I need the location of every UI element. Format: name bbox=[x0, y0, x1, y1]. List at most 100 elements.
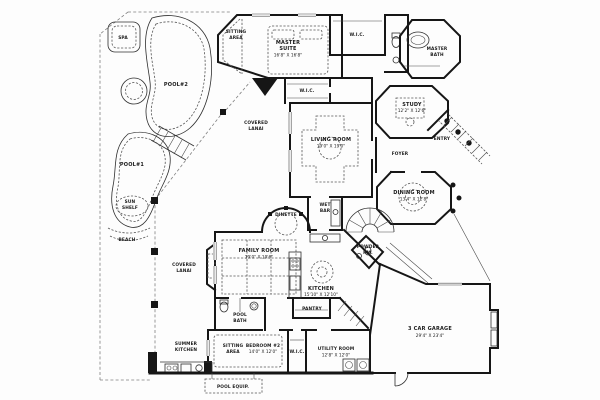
cabinet-glyph bbox=[180, 363, 192, 373]
wic-master-room bbox=[284, 77, 331, 104]
pool-steps bbox=[150, 125, 195, 161]
label-powder: POWDER bbox=[357, 244, 380, 250]
dinette-table-glyph bbox=[274, 212, 298, 236]
entry-column bbox=[444, 118, 450, 124]
entry-column bbox=[466, 140, 472, 146]
svg-text:14'0" X 12'0": 14'0" X 12'0" bbox=[249, 349, 277, 355]
label-study: STUDY bbox=[402, 102, 422, 108]
label-bed2-sitting: SITTING bbox=[223, 343, 244, 349]
svg-text:16'8" X 16'8": 16'8" X 16'8" bbox=[274, 53, 302, 59]
svg-text:15'10" X 12'10": 15'10" X 12'10" bbox=[304, 292, 338, 298]
label-wic-master: W.I.C. bbox=[300, 88, 315, 94]
label-garage: 3 CAR GARAGE bbox=[408, 326, 452, 332]
label-utility: UTILITY ROOM bbox=[318, 346, 355, 352]
label-master-suite: MASTER bbox=[276, 40, 300, 46]
toilet-glyph bbox=[219, 301, 229, 313]
sink-glyph bbox=[392, 56, 400, 64]
svg-text:LANAI: LANAI bbox=[248, 126, 264, 132]
label-pool2: POOL#2 bbox=[164, 82, 189, 88]
study-room bbox=[375, 85, 449, 139]
kitchen-counter bbox=[288, 251, 302, 299]
bedroom2-room bbox=[207, 329, 289, 374]
label-pool1: POOL#1 bbox=[120, 162, 145, 168]
sink-glyph bbox=[195, 364, 203, 372]
sink-glyph bbox=[356, 253, 362, 259]
toilet-glyph bbox=[364, 246, 372, 256]
label-foyer: FOYER bbox=[392, 151, 409, 157]
bay-post bbox=[284, 206, 288, 210]
sink-glyph bbox=[249, 301, 259, 311]
label-entry: ENTRY bbox=[434, 136, 451, 142]
svg-text:AREA: AREA bbox=[226, 349, 240, 355]
label-wic-bed2: W.I.C. bbox=[290, 349, 305, 355]
svg-text:19'0" X 19'6": 19'0" X 19'6" bbox=[245, 255, 273, 261]
label-master-bath: MASTER bbox=[427, 46, 448, 52]
lanai-post bbox=[220, 109, 226, 115]
dining-table-glyph bbox=[398, 182, 428, 212]
washer-glyph bbox=[342, 358, 356, 372]
utility-room bbox=[305, 329, 371, 374]
label-summer-kitchen: SUMMER bbox=[175, 341, 198, 347]
label-lanai-upper: COVERED bbox=[244, 120, 268, 126]
label-pool-equip: POOL EQUIP. bbox=[217, 384, 249, 390]
windows bbox=[206, 13, 316, 356]
bed-master bbox=[267, 25, 329, 75]
label-beach: BEACH bbox=[118, 237, 135, 243]
wet-bar-room bbox=[307, 196, 343, 231]
wic-top-room bbox=[329, 14, 386, 56]
dining-room bbox=[376, 170, 491, 282]
garage-door-panel bbox=[490, 329, 498, 347]
svg-text:RM.: RM. bbox=[363, 250, 373, 256]
pool2-shape bbox=[145, 15, 212, 137]
svg-text:SUITE: SUITE bbox=[279, 46, 297, 52]
svg-text:13'4" X 12'8": 13'4" X 12'8" bbox=[400, 197, 428, 203]
svg-text:BAR: BAR bbox=[320, 208, 331, 214]
label-living-room: LIVING ROOM bbox=[311, 137, 351, 143]
pool-bath-room bbox=[214, 297, 266, 331]
svg-text:12'8" X 12'0": 12'8" X 12'0" bbox=[322, 353, 350, 359]
pool1-shape bbox=[107, 131, 171, 241]
entry-area bbox=[426, 108, 491, 165]
fireplace bbox=[252, 78, 278, 96]
pool-equip-area bbox=[204, 373, 263, 394]
bay-column bbox=[456, 195, 462, 201]
label-wic-top: W.I.C. bbox=[350, 32, 365, 38]
spa-shape bbox=[107, 21, 141, 53]
label-dinette: DINETTE bbox=[275, 212, 297, 218]
svg-text:29'4" X 23'4": 29'4" X 23'4" bbox=[416, 333, 444, 339]
bay-post bbox=[299, 212, 303, 216]
garage-door-panel bbox=[490, 311, 498, 329]
island-glyph bbox=[310, 260, 334, 284]
label-pantry: PANTRY bbox=[302, 306, 322, 312]
covered-walk bbox=[385, 242, 433, 284]
label-bedroom2: BEDROOM #2 bbox=[246, 343, 280, 349]
label-pool-bath: POOL bbox=[233, 312, 247, 318]
svg-text:SHELF: SHELF bbox=[122, 205, 138, 211]
svg-text:BATH: BATH bbox=[233, 318, 247, 324]
label-wet-bar: WET bbox=[319, 202, 330, 208]
kitchen-counter bbox=[309, 233, 341, 243]
lanai-post bbox=[151, 301, 158, 308]
bar-sink-glyph bbox=[332, 209, 339, 215]
lanai-pillar bbox=[148, 352, 157, 373]
desk-glyph bbox=[395, 97, 425, 119]
svg-text:12'2" X 12'6": 12'2" X 12'6" bbox=[398, 108, 426, 114]
label-sun-shelf: SUN bbox=[125, 199, 136, 205]
summer-kitchen-area bbox=[160, 361, 213, 373]
entry-column bbox=[455, 129, 461, 135]
svg-text:LANAI: LANAI bbox=[176, 268, 192, 274]
svg-text:19'0" X 19'0": 19'0" X 19'0" bbox=[317, 144, 345, 150]
property-boundary bbox=[99, 11, 232, 381]
bay-post bbox=[268, 212, 272, 216]
master-bath-room bbox=[399, 19, 461, 79]
fridge-glyph bbox=[289, 275, 301, 291]
bay-column bbox=[450, 182, 456, 188]
garage-room bbox=[369, 262, 499, 387]
room-labels: SPA POOL#2 POOL#1 SUN SHELF BEACH COVERE… bbox=[118, 29, 452, 390]
master-suite-room bbox=[217, 14, 343, 96]
tub-glyph bbox=[406, 31, 430, 49]
label-lanai-lower: COVERED bbox=[172, 262, 196, 268]
svg-text:BATH: BATH bbox=[430, 52, 444, 58]
